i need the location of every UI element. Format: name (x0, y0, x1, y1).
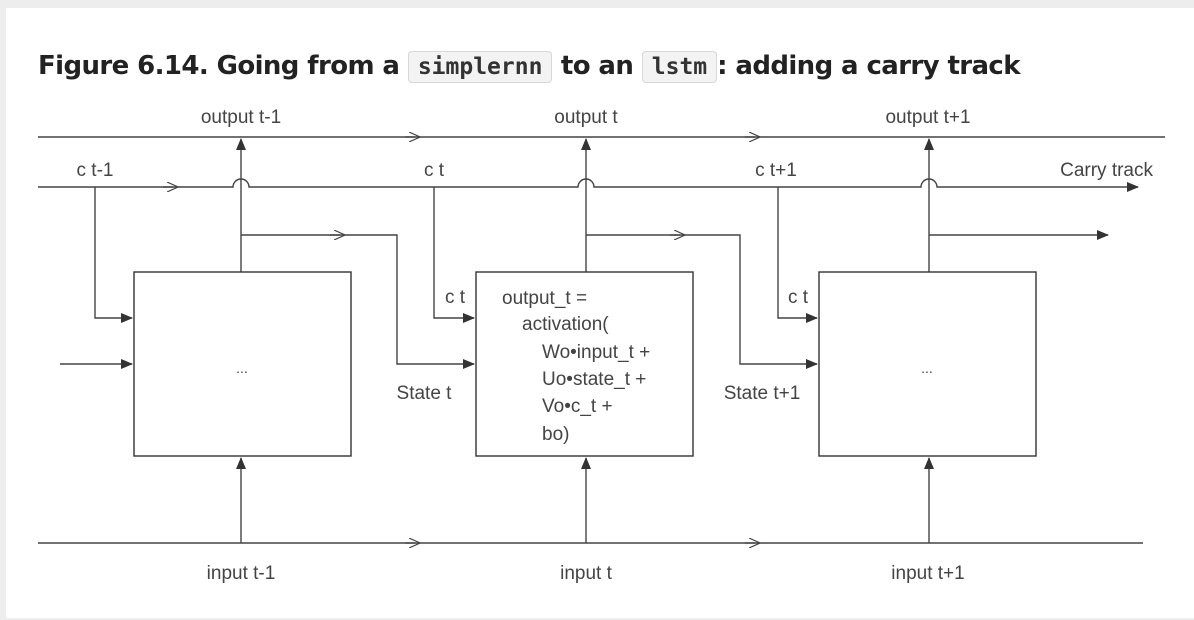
title-mid: to an (560, 51, 634, 81)
title-suffix: : adding a carry track (717, 51, 1020, 81)
cell-ellipsis: ... (921, 360, 933, 376)
code-lstm: lstm (641, 51, 718, 83)
formula-line: activation( (522, 314, 609, 335)
title-prefix: Figure 6.14. Going from a (38, 51, 400, 81)
carry-label: c t (424, 160, 445, 181)
input-label: input t-1 (207, 563, 276, 584)
output-label: output t (554, 107, 618, 128)
figure-title: Figure 6.14. Going from a simplernn to a… (38, 46, 1021, 87)
state-label: State t (397, 383, 453, 404)
cell-ellipsis: ... (236, 360, 248, 376)
carry-track (38, 178, 1139, 192)
carry-tap-1 (94, 187, 133, 323)
input-label: input t+1 (891, 563, 964, 584)
rnn-cell-1 (133, 271, 352, 457)
output-label: output t-1 (201, 107, 281, 128)
carry-tap-2 (433, 187, 475, 323)
carry-label: c t+1 (755, 160, 797, 181)
carry-track-label: Carry track (1060, 160, 1153, 181)
cell-carry-in-label: c t (445, 287, 466, 308)
output-label: output t+1 (885, 107, 970, 128)
code-simplernn: simplernn (407, 51, 553, 83)
rnn-cell-2 (475, 271, 694, 457)
formula-line: Vo•c_t + (542, 396, 613, 417)
cell-carry-in-label: c t (788, 287, 809, 308)
state-label: State t+1 (724, 383, 801, 404)
carry-label: c t-1 (77, 160, 114, 181)
formula-line: Uo•state_t + (542, 369, 646, 390)
state-flow-1 (241, 234, 475, 369)
input-label: input t (560, 563, 612, 584)
formula-line: output_t = (502, 288, 587, 309)
formula-line: Wo•input_t + (542, 342, 650, 363)
state-flow-2 (586, 234, 818, 369)
rnn-cell-3 (818, 271, 1037, 457)
carry-tap-3 (777, 187, 818, 323)
formula-line: bo) (542, 424, 569, 445)
